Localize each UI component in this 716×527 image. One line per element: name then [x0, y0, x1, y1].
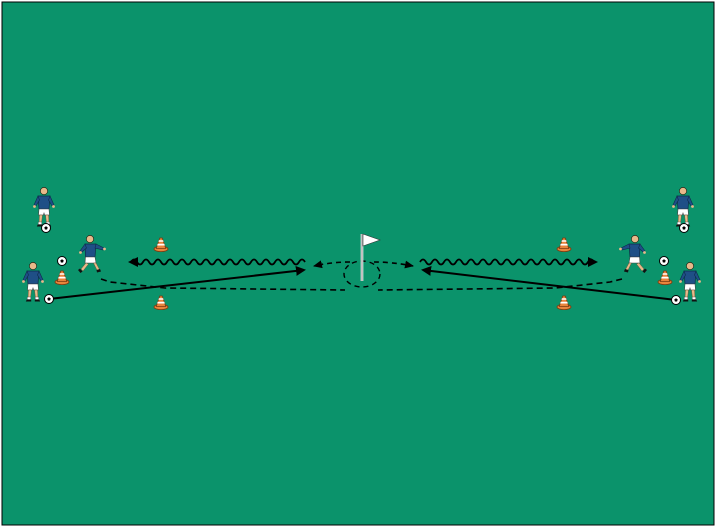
soccer-ball-icon: [45, 295, 54, 304]
soccer-ball-icon: [680, 224, 689, 233]
soccer-ball-icon: [672, 296, 681, 305]
soccer-ball-icon: [660, 257, 669, 266]
soccer-ball-icon: [42, 224, 51, 233]
soccer-ball-icon: [58, 257, 67, 266]
